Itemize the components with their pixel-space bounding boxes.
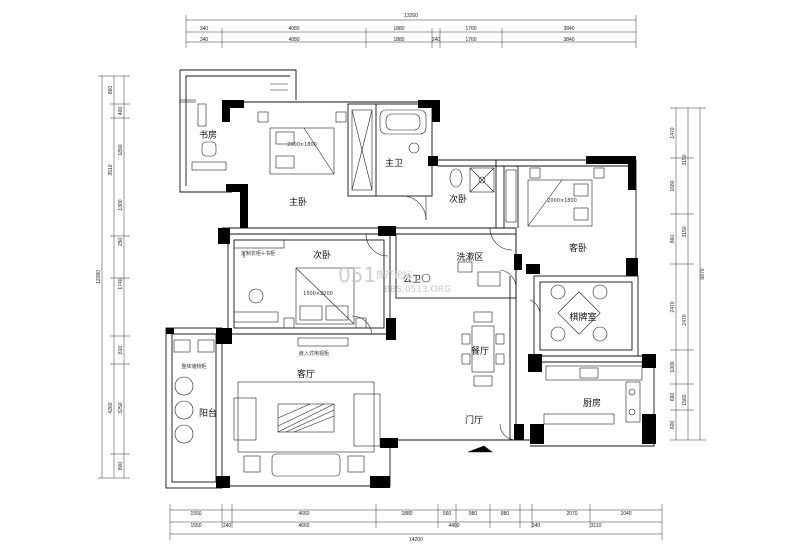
room-label-wash-area: 洗漱区 xyxy=(456,251,483,263)
watermark: 051 房产论坛 BBS.0513.ORG xyxy=(338,263,451,295)
dim-top-8: 1880 xyxy=(393,37,404,43)
room-label-public-bath: 公卫 xyxy=(403,274,421,285)
room-label-living: 客厅 xyxy=(297,368,315,380)
wardrobe-note: 定制衣柜+书柜 xyxy=(241,250,275,257)
dim-left-11: 800 xyxy=(118,462,124,471)
dim-bottom-8: 1040 xyxy=(620,511,631,517)
dim-bottom-12: 4400 xyxy=(448,523,459,529)
dim-bottom-6: 880 xyxy=(501,511,510,517)
dim-bottom-14: 3110 xyxy=(591,523,602,529)
dim-left-6: 250 xyxy=(118,238,124,247)
dim-bottom-1: 1550 xyxy=(190,511,201,517)
dim-left-7: 1740 xyxy=(118,278,124,289)
watermark-brand: 房产论坛 xyxy=(376,269,412,281)
dimension-text-top: 13260 340 4080 1880 1760 3840 340 4080 1… xyxy=(200,13,575,43)
master-bath-fixtures xyxy=(351,109,427,191)
room-label-guest-room: 客卧 xyxy=(569,242,587,254)
guest-bed-size: 2000×1800 xyxy=(547,198,577,204)
tv-cabinet-note: 嵌入式电视柜 xyxy=(299,350,329,357)
study-desk xyxy=(180,99,227,171)
dim-right-4: 2470 xyxy=(670,301,676,312)
guest-bed xyxy=(505,167,605,227)
dining-table xyxy=(461,311,505,387)
dim-right-11: 1560 xyxy=(682,394,688,405)
wall-solids xyxy=(166,100,656,488)
dim-left-4: 1890 xyxy=(118,144,124,155)
second-bedroom-furniture xyxy=(233,239,367,329)
room-label-balcony: 阳台 xyxy=(199,407,217,419)
dim-right-6: 690 xyxy=(670,393,676,402)
room-label-master-bath: 主卫 xyxy=(385,157,403,169)
dim-left-total: 12080 xyxy=(96,270,102,284)
dimension-lines xyxy=(98,15,706,540)
dim-bottom-9: 1550 xyxy=(190,523,201,529)
room-label-second-bedroom-mid: 次卧 xyxy=(313,249,331,261)
dim-top-4: 1760 xyxy=(465,26,476,32)
dimension-text-bottom: 1550 4660 1880 560 980 880 2070 1040 155… xyxy=(190,511,631,543)
dim-top-6: 340 xyxy=(200,37,209,43)
dim-top-2: 4080 xyxy=(288,26,299,32)
dim-right-8: 3150 xyxy=(682,154,688,165)
balcony-cabinet-note: 整体储物柜 xyxy=(181,363,206,370)
public-bath-fixtures xyxy=(421,261,501,287)
dim-left-8: 810 xyxy=(118,346,124,355)
room-label-dining: 餐厅 xyxy=(471,345,489,357)
dim-right-total: 9870 xyxy=(700,268,706,279)
dim-bottom-13: 240 xyxy=(532,523,541,529)
dim-left-10: 3250 xyxy=(118,402,124,413)
dim-right-1: 1470 xyxy=(670,127,676,138)
dim-left-2: 400 xyxy=(118,107,124,116)
living-room-furniture xyxy=(233,337,381,477)
master-bed xyxy=(257,83,347,175)
dim-top-total: 13260 xyxy=(404,13,418,19)
room-label-entry: 门厅 xyxy=(465,414,483,426)
dim-bottom-10: 240 xyxy=(223,523,232,529)
room-label-second-bedroom-top: 次卧 xyxy=(449,193,467,205)
dim-top-9: 240 xyxy=(432,37,441,43)
dim-bottom-7: 2070 xyxy=(566,511,577,517)
dim-right-3: 860 xyxy=(670,235,676,244)
dim-left-1: 860 xyxy=(108,86,114,95)
kitchen-fixtures xyxy=(543,365,643,425)
dim-right-5: 1000 xyxy=(670,361,676,372)
watermark-url: BBS.0513.ORG xyxy=(384,285,451,295)
dim-bottom-2: 4660 xyxy=(298,511,309,517)
room-label-chess-room: 棋牌室 xyxy=(569,311,596,323)
master-bed-size: 2000×1800 xyxy=(287,142,317,148)
dim-left-3: 3510 xyxy=(108,164,114,175)
room-label-master-bedroom: 主卧 xyxy=(289,196,307,208)
dim-bottom-4: 560 xyxy=(443,511,452,517)
dim-bottom-11: 4660 xyxy=(298,523,309,529)
dimension-text-right: 9870 1470 1680 860 2470 1000 690 600 315… xyxy=(670,127,706,429)
dim-bottom-total: 14200 xyxy=(409,537,423,543)
dim-bottom-5: 980 xyxy=(469,511,478,517)
dim-top-3: 1880 xyxy=(393,26,404,32)
second-bath-fixtures xyxy=(449,167,495,193)
room-label-study: 书房 xyxy=(199,129,217,141)
dim-left-5: 1300 xyxy=(118,199,124,210)
room-label-kitchen: 厨房 xyxy=(583,397,601,409)
chess-table xyxy=(550,284,608,342)
dim-top-11: 3840 xyxy=(563,37,574,43)
dim-top-1: 340 xyxy=(200,26,209,32)
dim-right-10: 2470 xyxy=(682,314,688,325)
doors xyxy=(351,195,541,453)
dim-top-7: 4080 xyxy=(288,37,299,43)
dim-bottom-3: 1880 xyxy=(401,511,412,517)
balcony-furniture xyxy=(173,339,215,444)
dim-right-2: 1680 xyxy=(670,180,676,191)
dim-right-7: 600 xyxy=(670,421,676,430)
second-bed-size: 1500×2000 xyxy=(303,291,333,297)
dim-right-9: 3150 xyxy=(682,226,688,237)
watermark-logo: 051 xyxy=(338,263,376,287)
dim-left-9: 4260 xyxy=(108,402,114,413)
dim-top-5: 3840 xyxy=(563,26,574,32)
dim-top-10: 1760 xyxy=(465,37,476,43)
dimension-text-left: 12080 860 400 3510 1890 1300 250 1740 81… xyxy=(96,86,124,471)
room-labels: 书房 主卧 主卫 次卧 客卧 次卧 洗漱区 公卫 棋牌室 餐厅 客厅 阳台 厨房… xyxy=(199,129,601,426)
